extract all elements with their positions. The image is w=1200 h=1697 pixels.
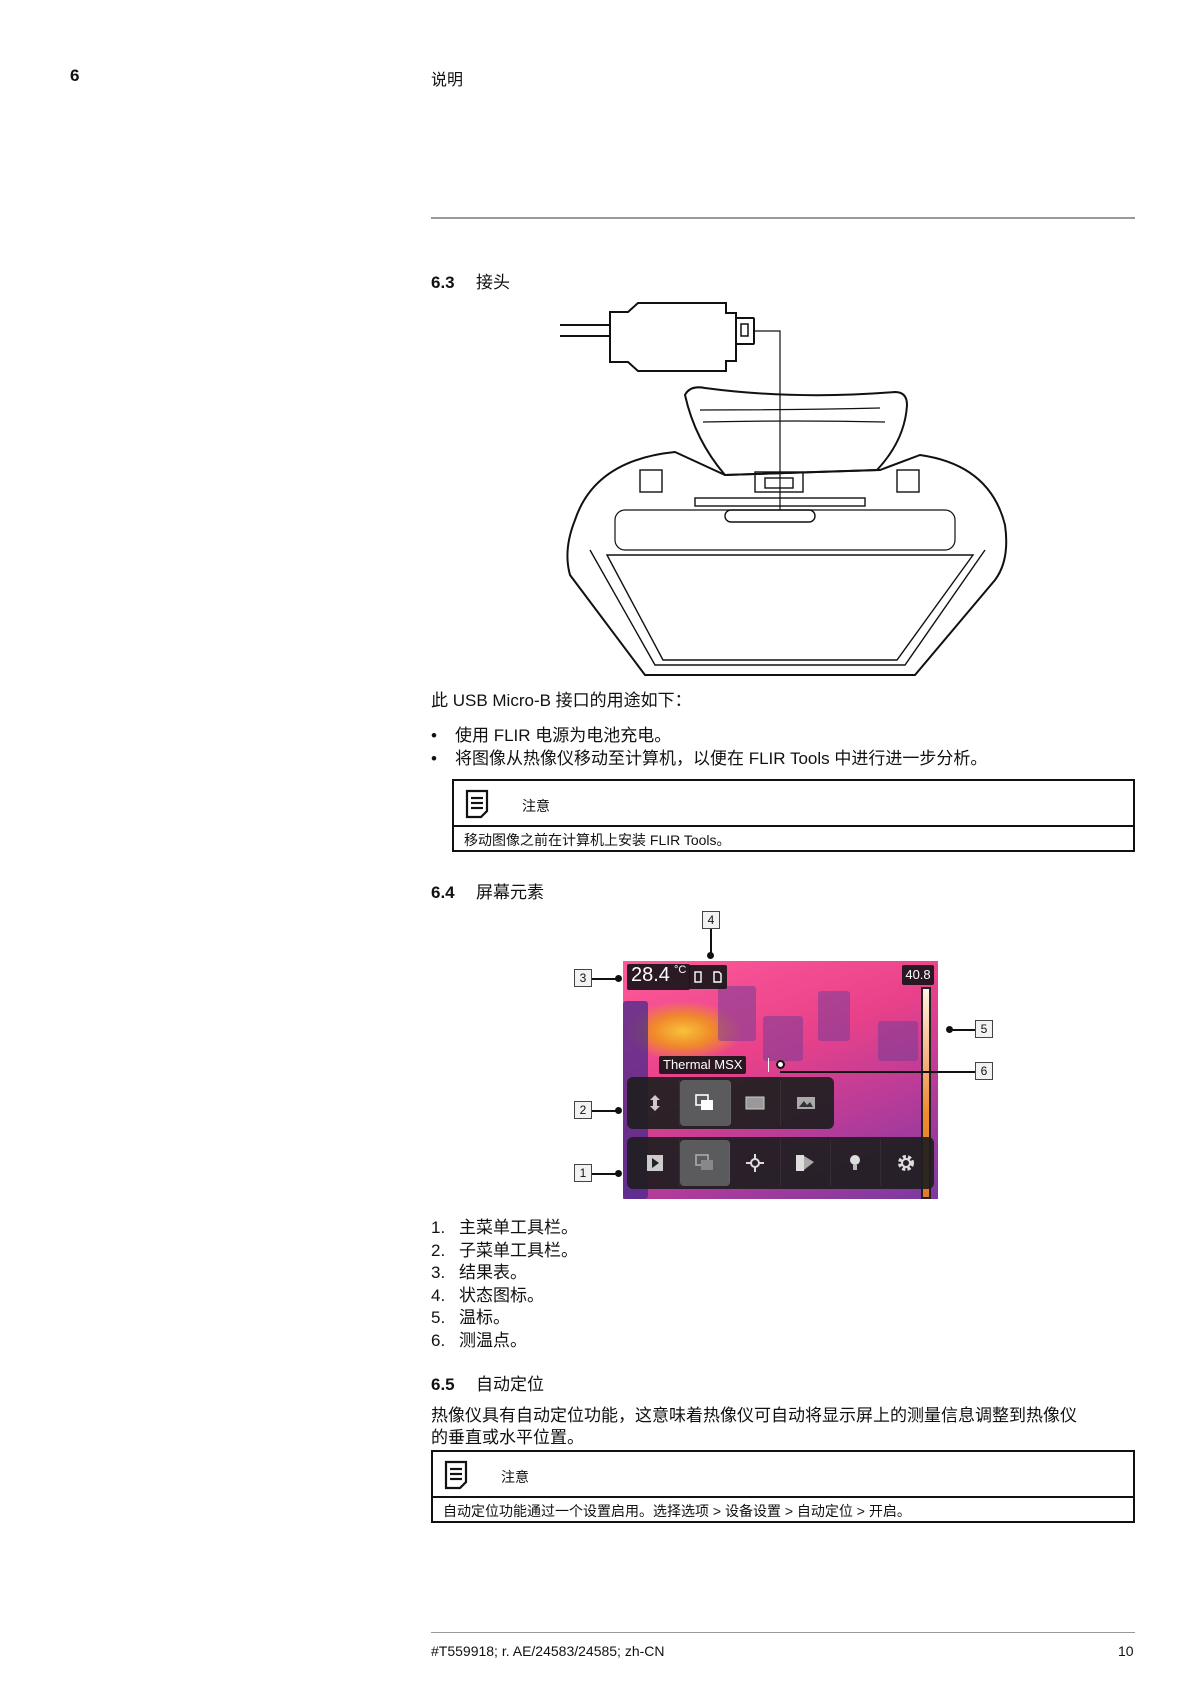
callout-dot [615, 1170, 622, 1177]
note-label: 注意 [522, 798, 550, 814]
list-item: 4.状态图标。 [431, 1285, 544, 1305]
callout-dot [615, 975, 622, 982]
spot-meter-icon [745, 1154, 764, 1172]
settings-button[interactable] [881, 1140, 931, 1186]
note-text: 自动定位功能通过一个设置启用。选择选项 > 设备设置 > 自动定位 > 开启。 [443, 1503, 911, 1519]
usb-uses-list: 使用 FLIR 电源为电池充电。 将图像从热像仪移动至计算机，以便在 FLIR … [431, 724, 987, 770]
spot-meter-dot [776, 1060, 785, 1069]
msx-mode-button[interactable] [680, 1080, 731, 1126]
note-label: 注意 [501, 1469, 529, 1485]
thermal-camera-screen: 28.4 °C 40.8 Thermal MSX [623, 961, 938, 1199]
note-text: 移动图像之前在计算机上安装 FLIR Tools。 [464, 832, 731, 848]
result-value: 28.4 [631, 964, 670, 986]
section-number: 6.5 [431, 1375, 455, 1394]
sd-card-icon [713, 971, 722, 983]
thermal-mode-button[interactable] [731, 1080, 781, 1126]
result-unit: °C [673, 964, 687, 976]
list-item: 使用 FLIR 电源为电池充电。 [431, 724, 987, 747]
screen-elements-list: 1.主菜单工具栏。 2.子菜单工具栏。 3.结果表。 4.状态图标。 5.温标。… [431, 1217, 578, 1352]
msx-mode-icon [695, 1094, 713, 1110]
callout-dot [946, 1026, 953, 1033]
scale-max-value: 40.8 [902, 965, 934, 985]
usb-connector-figure [560, 302, 1008, 676]
callout-line [592, 978, 618, 980]
settings-gear-icon [897, 1155, 914, 1171]
mode-label: Thermal MSX [659, 1056, 747, 1074]
callout-dot [707, 952, 714, 959]
list-item: 6.测温点。 [431, 1330, 527, 1350]
status-icons [689, 965, 727, 989]
page-number: 10 [1118, 1643, 1134, 1659]
list-item: 2.子菜单工具栏。 [431, 1240, 578, 1260]
callout-dot [615, 1107, 622, 1114]
measurement-button[interactable] [730, 1140, 781, 1186]
rotate-button[interactable] [630, 1080, 681, 1126]
header-divider [431, 217, 1135, 219]
visual-image-icon [796, 1097, 815, 1109]
visual-mode-button[interactable] [781, 1080, 831, 1126]
callout-line [950, 1029, 975, 1031]
section-title: 接头 [476, 273, 510, 292]
result-table: 28.4 °C [627, 964, 691, 990]
callout-3: 3 [574, 969, 592, 987]
image-mode-button[interactable] [680, 1140, 731, 1186]
callout-line [592, 1173, 618, 1175]
battery-icon [694, 971, 702, 983]
callout-5: 5 [975, 1020, 993, 1038]
image-mode-icon [694, 1154, 713, 1170]
callout-2: 2 [574, 1101, 592, 1119]
callout-line [780, 1071, 975, 1073]
list-item: 3.结果表。 [431, 1263, 527, 1282]
section-heading-6-4: 6.4 屏幕元素 [431, 878, 544, 903]
note-box-6-3: 注意 移动图像之前在计算机上安装 FLIR Tools。 [452, 779, 1135, 852]
thermal-icon [745, 1096, 765, 1110]
note-document-icon [444, 1460, 468, 1490]
callout-line [592, 1110, 618, 1112]
footer-divider [431, 1632, 1135, 1633]
document-id: #T559918; r. AE/24583/24585; zh-CN [431, 1643, 665, 1659]
spot-marker [768, 1058, 769, 1072]
temperature-scale [921, 987, 931, 1199]
note-document-icon [465, 789, 489, 819]
play-archive-icon [646, 1155, 663, 1171]
auto-orientation-paragraph: 热像仪具有自动定位功能，这意味着热像仪可自动将显示屏上的测量信息调整到热像仪 的… [431, 1406, 1077, 1447]
submenu-toolbar [627, 1077, 834, 1129]
section-number: 6.4 [431, 883, 455, 902]
callout-4: 4 [702, 911, 720, 929]
chapter-title: 说明 [431, 72, 464, 89]
section-number: 6.3 [431, 273, 455, 292]
section-title: 屏幕元素 [476, 883, 544, 902]
usb-intro-text: 此 USB Micro-B 接口的用途如下： [431, 691, 692, 710]
lamp-button[interactable] [831, 1140, 881, 1186]
callout-1: 1 [574, 1164, 592, 1182]
note-box-6-5: 注意 自动定位功能通过一个设置启用。选择选项 > 设备设置 > 自动定位 > 开… [431, 1450, 1135, 1523]
section-heading-6-3: 6.3 接头 [431, 268, 510, 293]
rotate-arrow-icon [649, 1095, 660, 1111]
section-title: 自动定位 [476, 1375, 544, 1394]
callout-6: 6 [975, 1062, 993, 1080]
list-item: 将图像从热像仪移动至计算机，以便在 FLIR Tools 中进行进一步分析。 [431, 747, 987, 770]
list-item: 5.温标。 [431, 1308, 510, 1327]
color-palette-button[interactable] [781, 1140, 831, 1186]
callout-line [710, 929, 712, 955]
archive-button[interactable] [630, 1140, 681, 1186]
list-item: 1.主菜单工具栏。 [431, 1218, 578, 1237]
chapter-number: 6 [70, 66, 80, 85]
lamp-icon [850, 1155, 861, 1170]
main-menu-toolbar [627, 1137, 934, 1189]
color-palette-icon [796, 1155, 815, 1171]
section-heading-6-5: 6.5 自动定位 [431, 1370, 544, 1395]
